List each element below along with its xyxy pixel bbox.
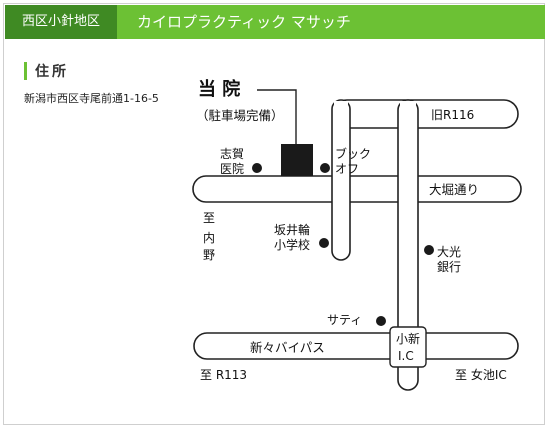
- landmark-school-1: 坂井輪: [274, 222, 310, 237]
- clinic-label: 当 院: [198, 78, 240, 100]
- landmark-bookoff-1: ブック: [335, 146, 371, 161]
- road-shinshin-bypass: [193, 332, 519, 360]
- interchange-label-2: I.C: [398, 349, 414, 363]
- heading-accent-bar: [24, 62, 27, 80]
- address-text: 新潟市西区寺尾前通1-16-5: [24, 92, 159, 105]
- landmark-bank-2: 銀行: [437, 260, 461, 274]
- bank-marker: [424, 245, 434, 255]
- road-ohori: [192, 175, 522, 203]
- direction-r113: 至 R113: [200, 368, 247, 382]
- clinic-title: カイロプラクティック マサッチ: [137, 13, 351, 31]
- address-heading-label: 住所: [35, 64, 69, 80]
- parking-label: （駐車場完備）: [196, 108, 284, 123]
- road-label-bypass: 新々バイパス: [250, 340, 325, 355]
- landmark-bank-1: 大光: [437, 245, 461, 259]
- landmark-shiga-1: 志賀: [220, 147, 244, 161]
- school-marker: [319, 238, 329, 248]
- district-tab[interactable]: 西区小針地区: [5, 5, 117, 39]
- road-old-r116: [332, 99, 519, 129]
- direction-uchino-1: 内: [203, 231, 215, 245]
- saty-marker: [376, 316, 386, 326]
- bookoff-marker: [320, 163, 330, 173]
- landmark-bookoff-2: オフ: [335, 162, 359, 176]
- header-bar: 西区小針地区 カイロプラクティック マサッチ: [5, 5, 545, 39]
- direction-to: 至: [203, 211, 215, 225]
- shiga-clinic-marker: [252, 163, 262, 173]
- road-label-old-r116: 旧R116: [431, 108, 474, 122]
- clinic-marker[interactable]: [281, 144, 313, 176]
- direction-menoike-ic: 至 女池IC: [455, 367, 507, 382]
- road-label-ohori: 大堀通り: [429, 182, 479, 197]
- landmark-saty: サティ: [327, 313, 362, 327]
- landmark-shiga-2: 医院: [220, 162, 244, 176]
- landmark-school-2: 小学校: [274, 237, 310, 252]
- direction-uchino-2: 野: [203, 248, 215, 262]
- clinic-leader-line: [257, 89, 297, 144]
- interchange-box: [389, 326, 427, 368]
- address-heading: 住所: [24, 62, 69, 80]
- interchange-label-1: 小新: [396, 331, 420, 346]
